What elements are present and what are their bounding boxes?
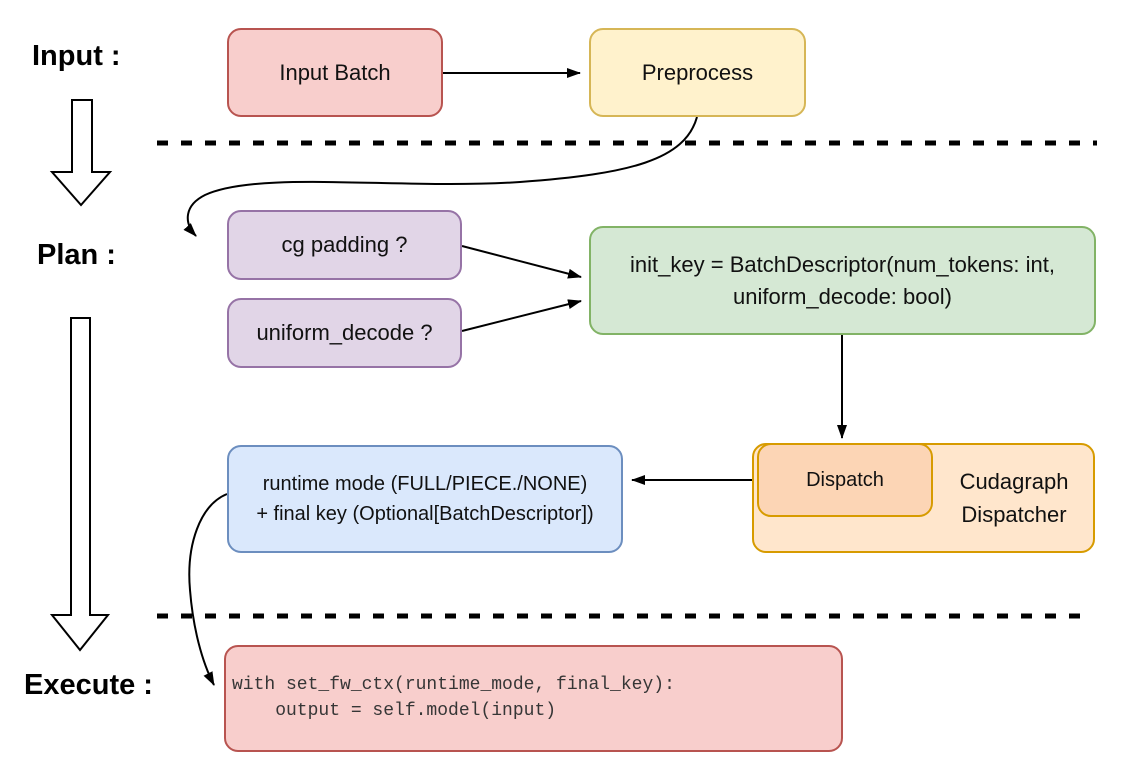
- arrow-runtime-mode-to-execute-code: [188, 493, 228, 686]
- node-preprocess: Preprocess: [589, 28, 806, 117]
- node-runtime-mode-line1: runtime mode (FULL/PIECE./NONE): [262, 473, 588, 495]
- node-uniform-decode: uniform_decode ?: [227, 298, 462, 368]
- node-input-batch-label: Input Batch: [279, 59, 391, 85]
- stage-label-input: Input :: [32, 40, 121, 72]
- node-execute-code: with set_fw_ctx(runtime_mode, final_key)…: [224, 645, 843, 752]
- node-dispatch-label: Dispatch: [806, 468, 884, 491]
- node-input-batch: Input Batch: [227, 28, 443, 117]
- node-cudagraph-dispatcher-label: Cudagraph Dispatcher: [959, 469, 1069, 527]
- arrow-preprocess-to-cg-padding: [183, 116, 698, 237]
- stage-arrow-plan-to-execute: [49, 317, 111, 652]
- arrow-cg-padding-to-init-key: [461, 245, 582, 279]
- node-runtime-mode: runtime mode (FULL/PIECE./NONE) + final …: [227, 445, 623, 553]
- node-cg-padding-label: cg padding ?: [281, 232, 408, 258]
- node-init-key-line2: uniform_decode: bool): [733, 283, 952, 309]
- node-dispatch: Dispatch: [757, 443, 933, 517]
- node-init-key-line1: init_key = BatchDescriptor(num_tokens: i…: [630, 251, 1055, 277]
- node-init-key: init_key = BatchDescriptor(num_tokens: i…: [589, 226, 1096, 335]
- arrow-uniform-decode-to-init-key: [461, 299, 582, 332]
- node-runtime-mode-line2: + final key (Optional[BatchDescriptor]): [256, 503, 594, 525]
- stage-label-plan: Plan :: [37, 239, 116, 271]
- node-preprocess-label: Preprocess: [641, 59, 754, 85]
- execute-code-line1: with set_fw_ctx(runtime_mode, final_key)…: [232, 675, 675, 696]
- stage-arrow-input-to-plan: [49, 99, 113, 207]
- node-cg-padding: cg padding ?: [227, 210, 462, 280]
- execute-code-line2: output = self.model(input): [232, 700, 557, 721]
- node-uniform-decode-label: uniform_decode ?: [256, 320, 433, 346]
- stage-label-execute: Execute :: [24, 669, 153, 701]
